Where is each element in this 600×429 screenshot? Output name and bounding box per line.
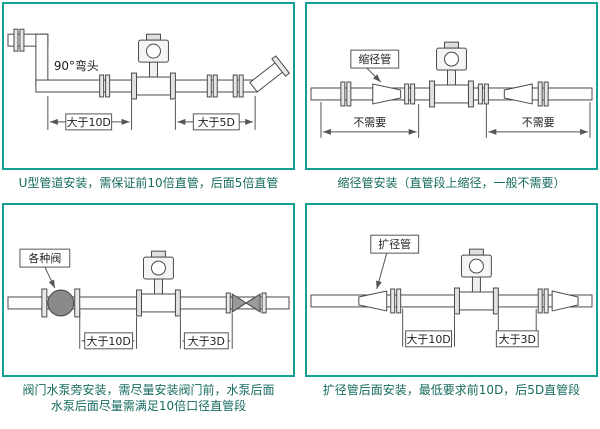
dim-label-left: 大于10D xyxy=(86,334,130,348)
dim-label-right: 大于3D xyxy=(499,332,536,346)
panel-caption: U型管道安装，需保证前10倍直管，后面5倍直管 xyxy=(18,176,279,190)
panel-caption: 扩径管后面安装，最低要求前10D，后5D直管段 xyxy=(322,383,581,397)
dim-label-left: 不需要 xyxy=(353,116,386,129)
panel-expander: 扩径管 大于10D 大于3D 扩径管后面安装，最低要求前10D，后5D直管段 xyxy=(305,203,598,414)
flanges xyxy=(13,28,244,98)
diagram-u-pipe: 大于10D 大于5D 90°弯头 xyxy=(7,28,291,131)
dimension-lines xyxy=(320,101,591,138)
expander-callout: 扩径管 xyxy=(378,237,411,251)
dim-label-right: 大于5D xyxy=(198,115,235,129)
butterfly-valve xyxy=(231,293,261,313)
ball-valve xyxy=(47,289,75,317)
panel-caption: 阀门水泵旁安装，需尽量安装阀门前，水泵后面 水泵后面尽量需满足10倍口径直管段 xyxy=(2,377,295,414)
panel-caption: 缩径管安装（直管段上缩径，一般不需要） xyxy=(337,176,566,190)
flanges xyxy=(340,81,549,107)
pipe-run xyxy=(310,290,593,312)
elbow-callout: 90°弯头 xyxy=(54,58,99,73)
diagram-grid: 大于10D 大于5D 90°弯头 U型管道安装，需保证前10倍直管，后面5倍直管 xyxy=(2,2,598,414)
diagram-box-reducer: 缩径管 不需要 不需要 xyxy=(305,2,598,170)
caption-line-2: 水泵后面尽量需满足10倍口径直管段 xyxy=(50,399,247,413)
dimension-lines xyxy=(402,308,539,348)
valve-callout: 各种阀 xyxy=(28,251,61,265)
diagram-box-valve: 各种阀 大于10D 大于3D xyxy=(2,203,295,377)
flowmeter xyxy=(453,248,499,315)
flanges xyxy=(390,288,549,314)
diagram-box-u-pipe: 大于10D 大于5D 90°弯头 xyxy=(2,2,295,170)
dim-label-right: 大于3D xyxy=(188,334,225,348)
panel-u-pipe: 大于10D 大于5D 90°弯头 U型管道安装，需保证前10倍直管，后面5倍直管 xyxy=(2,2,295,191)
valve-callout-box xyxy=(19,248,71,289)
diagram-expander: 扩径管 大于10D 大于3D xyxy=(310,234,593,348)
caption-line-1: 阀门水泵旁安装，需尽量安装阀门前，水泵后面 xyxy=(22,383,275,397)
dimension-lines xyxy=(79,310,233,350)
dimension-lines xyxy=(47,95,256,131)
dim-label-right: 不需要 xyxy=(522,116,555,129)
flowmeter xyxy=(136,250,181,317)
dim-label-left: 大于10D xyxy=(406,332,450,346)
panel-valve-pump: 各种阀 大于10D 大于3D 阀门水泵旁安装，需尽量安装阀门前，水泵后面 水泵后 xyxy=(2,203,295,414)
panel-reducer: 缩径管 不需要 不需要 缩径管安装（直管段上缩径，一般不需要） xyxy=(305,2,598,191)
expander-callout-box xyxy=(370,234,420,290)
flowmeter xyxy=(429,41,474,108)
diagram-reducer: 缩径管 不需要 不需要 xyxy=(310,41,593,138)
diagram-box-expander: 扩径管 大于10D 大于3D xyxy=(305,203,598,377)
flanges xyxy=(41,288,267,318)
reducer-callout-box xyxy=(350,49,400,83)
dim-label-left: 大于10D xyxy=(67,115,111,129)
diagram-valve-pump: 各种阀 大于10D 大于3D xyxy=(7,248,290,350)
flowmeter xyxy=(131,33,176,100)
reducer-callout: 缩径管 xyxy=(358,52,391,66)
